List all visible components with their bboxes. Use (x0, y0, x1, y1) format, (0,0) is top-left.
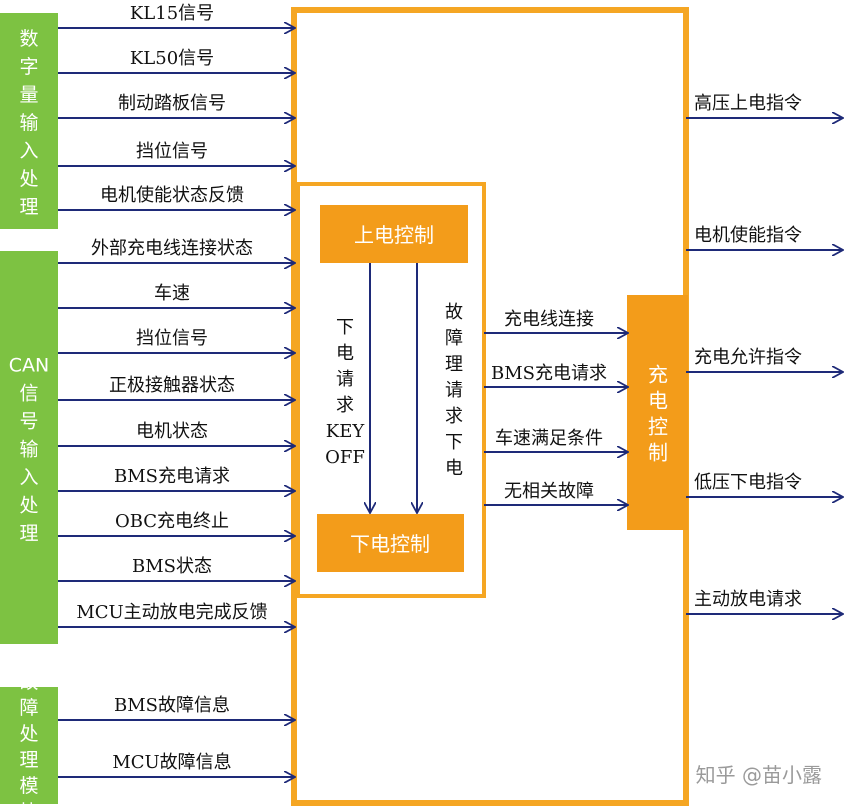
module-fault-handling (0, 687, 58, 804)
output-label-1: 电机使能指令 (694, 225, 802, 246)
input-label-digital-0: KL15信号 (130, 3, 214, 24)
input-label-digital-2: 制动踏板信号 (118, 93, 226, 114)
power-on-control-label: 上电控制 (354, 223, 434, 247)
charge-control-block (627, 295, 688, 530)
module-label-0: 数字量输入处理 (19, 28, 38, 218)
input-label-can-6: OBC充电终止 (115, 511, 229, 532)
power-off-control-label: 下电控制 (350, 532, 430, 556)
input-label-can-5: BMS充电请求 (114, 466, 230, 487)
watermark-text: 知乎 @苗小露 (696, 763, 822, 787)
input-label-can-8: MCU主动放电完成反馈 (76, 602, 267, 623)
input-label-digital-1: KL50信号 (130, 48, 214, 69)
input-label-can-1: 车速 (154, 283, 190, 304)
input-label-digital-3: 挡位信号 (136, 141, 208, 162)
input-label-fault-1: MCU故障信息 (112, 752, 231, 773)
output-label-3: 低压下电指令 (694, 472, 802, 493)
condition-label-3: 无相关故障 (504, 481, 594, 502)
output-label-0: 高压上电指令 (694, 93, 802, 114)
fault-off-label: 故障理请求下电 (445, 302, 463, 479)
input-label-can-2: 挡位信号 (136, 328, 208, 349)
input-label-can-7: BMS状态 (132, 556, 212, 577)
left-modules (0, 13, 58, 804)
condition-label-1: BMS充电请求 (491, 363, 607, 384)
input-label-can-4: 电机状态 (136, 421, 208, 442)
input-label-fault-0: BMS故障信息 (114, 695, 230, 716)
power-off-control-block (317, 514, 464, 572)
input-label-digital-4: 电机使能状态反馈 (100, 185, 244, 206)
output-label-4: 主动放电请求 (694, 589, 802, 610)
input-label-can-0: 外部充电线连接状态 (91, 238, 253, 259)
condition-label-2: 车速满足条件 (495, 428, 603, 449)
module-digital-input (0, 13, 58, 229)
module-label-2: 故障处理模块 (19, 671, 38, 809)
charge-control-label: 充电控制 (648, 362, 668, 464)
module-can-input (0, 251, 58, 644)
output-label-2: 充电允许指令 (694, 347, 802, 368)
input-label-can-3: 正极接触器状态 (109, 375, 235, 396)
power-on-control-block (320, 205, 468, 263)
condition-label-0: 充电线连接 (504, 309, 594, 330)
